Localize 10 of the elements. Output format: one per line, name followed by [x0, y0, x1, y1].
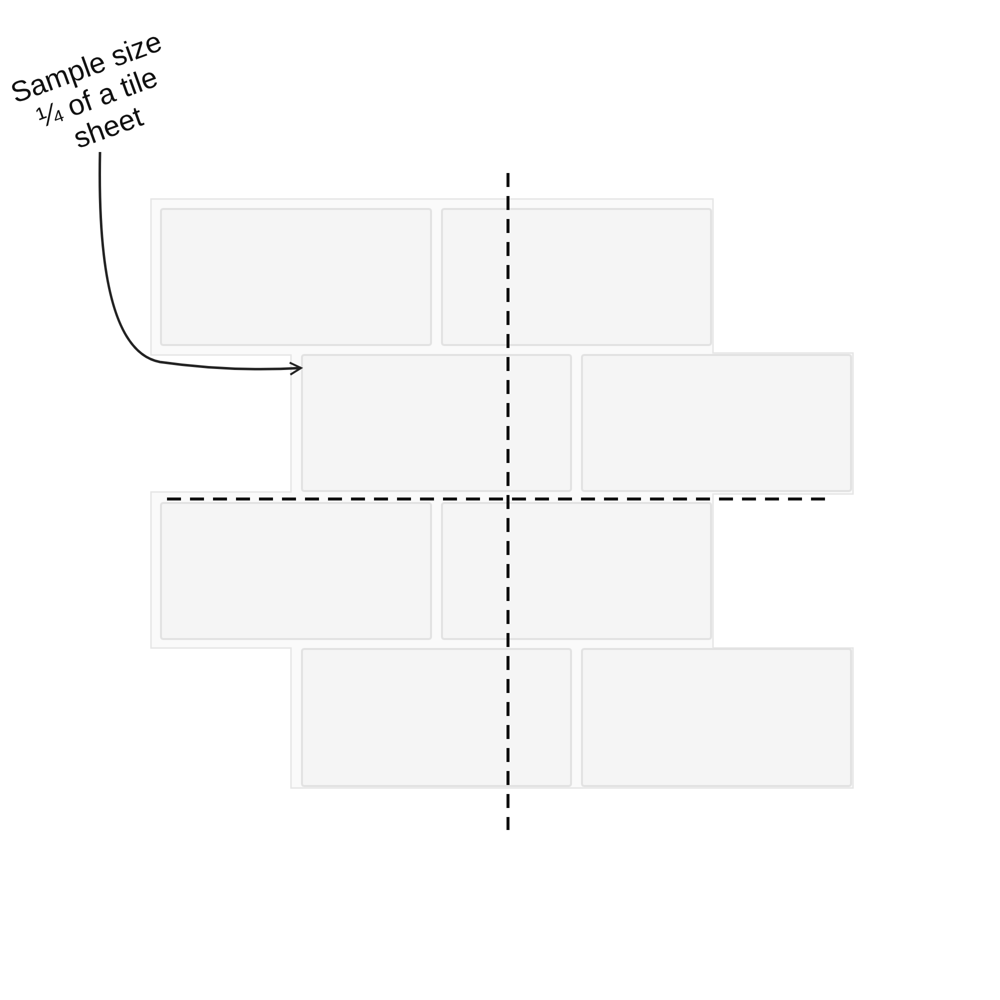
wall-tile	[301, 354, 572, 492]
wall-tile	[441, 208, 712, 346]
wall-tile	[441, 502, 712, 640]
wall-tile	[581, 648, 852, 787]
wall-tile	[581, 354, 852, 492]
wall-tile	[160, 208, 432, 346]
wall-tile	[160, 502, 432, 640]
wall-tile	[301, 648, 572, 787]
callout-text: Sample size ¼ of a tile sheet	[0, 22, 196, 174]
curved-arrow	[98, 152, 302, 376]
